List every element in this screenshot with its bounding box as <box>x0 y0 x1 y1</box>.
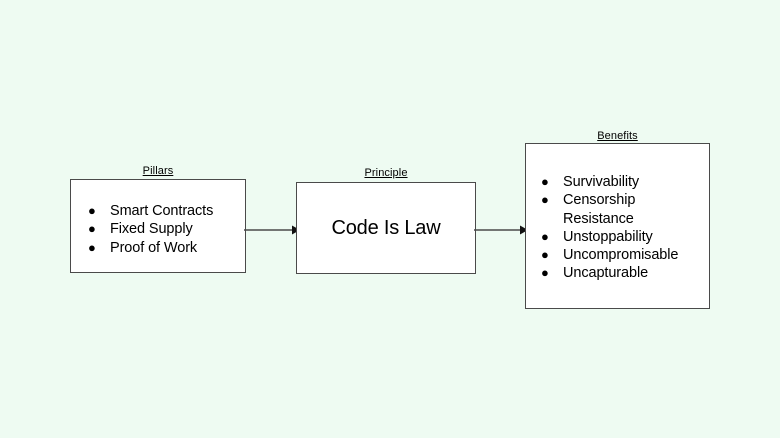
bullet-icon: ● <box>541 174 549 189</box>
list-item: ● Unstoppability <box>541 228 705 246</box>
pillars-bullet-list: ● Smart Contracts ● Fixed Supply ● Proof… <box>71 202 245 257</box>
list-item-label: Fixed Supply <box>110 221 193 238</box>
list-item-label: Smart Contracts <box>110 203 214 219</box>
list-item-label: Unstoppability <box>563 228 653 245</box>
node-label-pillars: Pillars <box>142 165 174 177</box>
list-item-label: Proof of Work <box>110 239 198 256</box>
list-item: ● Fixed Supply <box>88 220 241 238</box>
list-item: ● Uncompromisable <box>541 246 705 264</box>
list-item-label: Censorship Resistance <box>563 192 636 227</box>
list-item-label: Uncompromisable <box>563 247 679 264</box>
bullet-icon: ● <box>541 192 549 208</box>
benefits-bullet-list: ● Survivability ● Censorship Resistance … <box>526 173 709 283</box>
bullet-icon: ● <box>88 203 96 218</box>
bullet-icon: ● <box>88 239 96 255</box>
list-item: ● Survivability <box>541 173 705 191</box>
list-item: ● Smart Contracts <box>88 202 241 220</box>
node-pillars[interactable]: ● Smart Contracts ● Fixed Supply ● Proof… <box>70 179 246 273</box>
node-label-principle: Principle <box>364 167 408 179</box>
arrow-pillars-to-principle <box>244 225 300 235</box>
list-item-label: Uncapturable <box>563 265 649 282</box>
principle-text: Code Is Law <box>331 217 441 239</box>
list-item-label: Survivability <box>563 174 640 190</box>
bullet-icon: ● <box>88 221 96 237</box>
node-principle[interactable]: Code Is Law <box>296 182 476 274</box>
arrow-principle-to-benefits <box>474 225 528 235</box>
bullet-icon: ● <box>541 265 549 281</box>
node-label-benefits: Benefits <box>597 130 638 142</box>
list-item: ● Uncapturable <box>541 264 705 282</box>
list-item: ● Proof of Work <box>88 239 241 257</box>
node-benefits[interactable]: ● Survivability ● Censorship Resistance … <box>525 143 710 309</box>
list-item: ● Censorship Resistance <box>541 191 705 228</box>
bullet-icon: ● <box>541 247 549 263</box>
bullet-icon: ● <box>541 228 549 244</box>
